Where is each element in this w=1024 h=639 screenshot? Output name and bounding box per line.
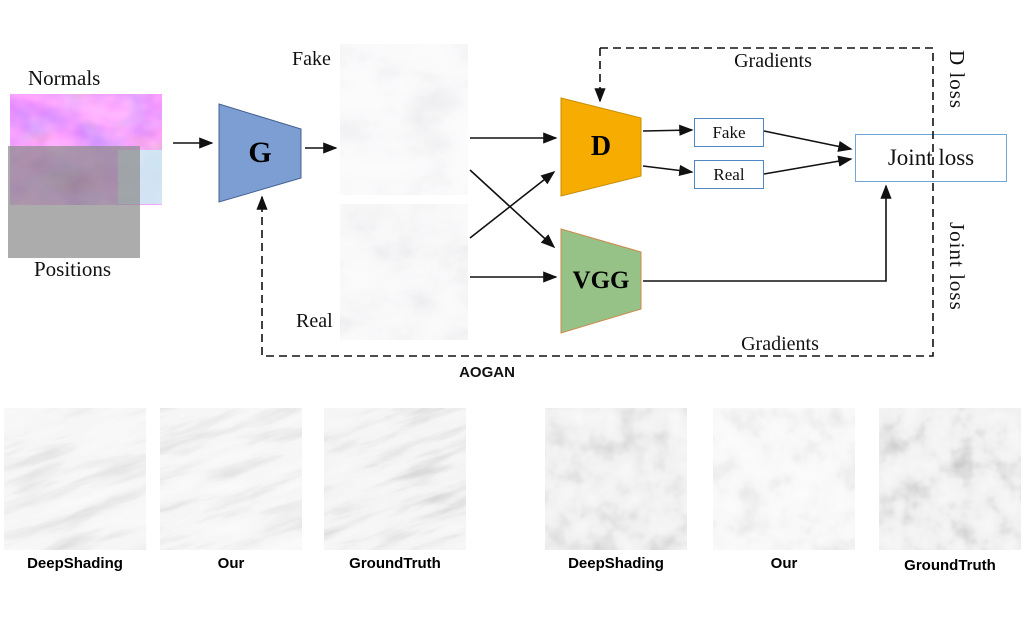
discriminator-label: D	[590, 131, 612, 162]
arrow-discriminator-to-fake-box	[642, 124, 694, 136]
result-label-our-1: Our	[217, 555, 245, 572]
generator-shape: G	[218, 103, 302, 203]
result-label-deepshading-1: DeepShading	[27, 555, 123, 572]
arrow-real-box-to-joint-loss	[763, 155, 853, 175]
result-image-deepshading-1	[4, 408, 146, 550]
real-caption: Real	[296, 310, 333, 332]
result-label-groundtruth-2: GroundTruth	[904, 557, 996, 574]
fake-render-image	[340, 44, 468, 195]
discriminator-shape: D	[560, 97, 642, 197]
normals-label: Normals	[28, 66, 101, 90]
positions-label: Positions	[34, 257, 112, 281]
result-image-groundtruth-1	[324, 408, 466, 550]
result-image-our-2	[713, 408, 855, 550]
result-label-groundtruth-1: GroundTruth	[349, 555, 441, 572]
result-label-deepshading-2: DeepShading	[568, 555, 664, 572]
real-render-image	[340, 204, 468, 340]
positions-image-overlay	[8, 146, 140, 258]
result-image-deepshading-2	[545, 408, 687, 550]
arrow-discriminator-to-real-box	[642, 164, 694, 177]
result-label-our-2: Our	[770, 555, 798, 572]
d-loss-side-label: D loss	[945, 50, 969, 110]
joint-loss-box: Joint loss	[855, 134, 1007, 182]
aogan-label: AOGAN	[459, 364, 515, 381]
result-image-our-1	[160, 408, 302, 550]
gradients-bottom-label: Gradients	[741, 333, 819, 355]
arrow-fake-box-to-joint-loss	[763, 130, 853, 152]
arrow-real-to-discriminator	[469, 171, 556, 239]
arrow-vgg-to-joint-loss	[643, 184, 892, 282]
fake-output-box: Fake	[694, 118, 764, 147]
fake-caption: Fake	[292, 48, 331, 70]
vgg-shape: VGG	[560, 228, 642, 334]
vgg-label: VGG	[572, 267, 630, 294]
result-image-groundtruth-2	[879, 408, 1021, 550]
joint-loss-side-label: Joint loss	[945, 222, 969, 311]
generator-label: G	[248, 136, 272, 169]
gradients-top-label: Gradients	[734, 50, 812, 72]
arrow-fake-to-vgg	[469, 169, 556, 249]
real-output-box: Real	[694, 160, 764, 189]
